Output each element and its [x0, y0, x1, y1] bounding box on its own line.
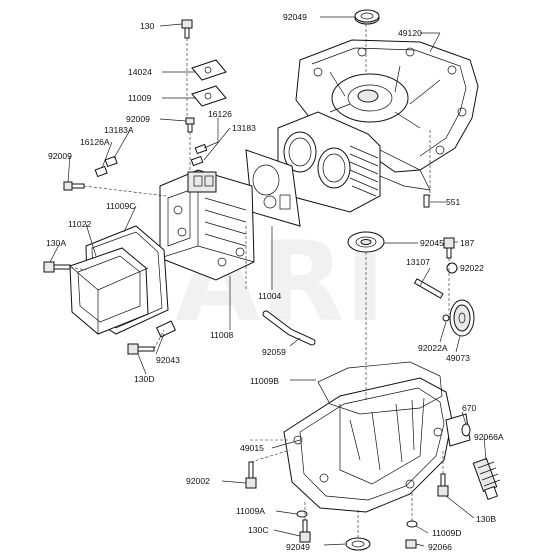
label-92049-bottom: 92049 — [286, 542, 310, 552]
bolt-92002 — [245, 461, 257, 489]
label-92066A: 92066A — [474, 432, 504, 442]
label-11022: 11022 — [68, 219, 91, 229]
washer-670 — [461, 423, 471, 437]
label-92059: 92059 — [262, 347, 286, 357]
plug-92066 — [405, 539, 417, 549]
label-11009D: 11009D — [432, 528, 461, 538]
label-13183A: 13183A — [104, 125, 134, 135]
label-130D: 130D — [134, 374, 155, 384]
label-92066: 92066 — [428, 542, 452, 552]
label-130A: 130A — [46, 238, 66, 248]
bolt-130A — [43, 261, 71, 273]
label-92022A: 92022A — [418, 343, 448, 353]
label-11009: 11009 — [128, 93, 151, 103]
crankcase-49120 — [277, 39, 479, 213]
label-49073: 49073 — [446, 353, 470, 363]
label-130B: 130B — [476, 514, 496, 524]
label-92002: 92002 — [186, 476, 210, 486]
oil-seal-92049-top — [354, 9, 380, 25]
label-11008: 11008 — [210, 330, 233, 340]
label-92043: 92043 — [156, 355, 180, 365]
bolt-130D — [127, 343, 155, 355]
bolt-187 — [443, 237, 455, 259]
oil-seal-92049-bottom — [345, 537, 371, 551]
washer-92022 — [446, 262, 458, 274]
bolt-130B — [437, 473, 449, 497]
gasket-11009 — [191, 85, 227, 107]
label-13107: 13107 — [406, 257, 430, 267]
sleeve-92043 — [155, 320, 177, 338]
filler-92066A — [472, 457, 501, 501]
valve-parts-16126A-13183A — [94, 155, 118, 178]
label-11009B: 11009B — [250, 376, 279, 386]
label-670: 670 — [462, 403, 477, 413]
crankcase-cover-49015 — [283, 361, 471, 513]
label-130: 130 — [140, 21, 155, 31]
alignment-lines — [69, 24, 450, 538]
breather-plate-14024 — [191, 59, 227, 81]
label-187: 187 — [460, 238, 475, 248]
washer-11009A — [296, 510, 308, 518]
rocker-cover-11022 — [69, 247, 149, 335]
shaft-13107 — [413, 278, 444, 299]
leader-lines — [49, 16, 487, 547]
label-16126A: 16126A — [80, 137, 110, 147]
gear-49073 — [449, 299, 475, 337]
bearing-92045 — [347, 231, 385, 253]
pipe-92059 — [262, 310, 316, 346]
label-92049-top: 92049 — [283, 12, 307, 22]
bolt-130 — [181, 19, 193, 39]
label-92009-upper: 92009 — [126, 114, 150, 124]
label-13183: 13183 — [232, 123, 256, 133]
label-11004: 11004 — [258, 291, 281, 301]
cylinder-head-11008 — [159, 169, 255, 281]
washer-11009D — [406, 520, 418, 528]
label-49120: 49120 — [398, 28, 422, 38]
bolt-92009-left — [63, 181, 85, 191]
label-92045: 92045 — [420, 238, 444, 248]
label-92022: 92022 — [460, 263, 484, 273]
label-11009A: 11009A — [236, 506, 265, 516]
bolt-92009-upper — [185, 117, 195, 133]
label-16126: 16126 — [208, 109, 232, 119]
washer-92022A — [442, 314, 450, 322]
label-92009-left: 92009 — [48, 151, 72, 161]
bolt-130C — [299, 519, 311, 543]
label-49015: 49015 — [240, 443, 264, 453]
part-labels: 130 92049 49120 14024 11009 16126 92009 … — [46, 12, 504, 552]
label-11009C: 11009C — [106, 201, 135, 211]
label-14024: 14024 — [128, 67, 152, 77]
label-551: 551 — [446, 197, 461, 207]
label-130C: 130C — [248, 525, 269, 535]
